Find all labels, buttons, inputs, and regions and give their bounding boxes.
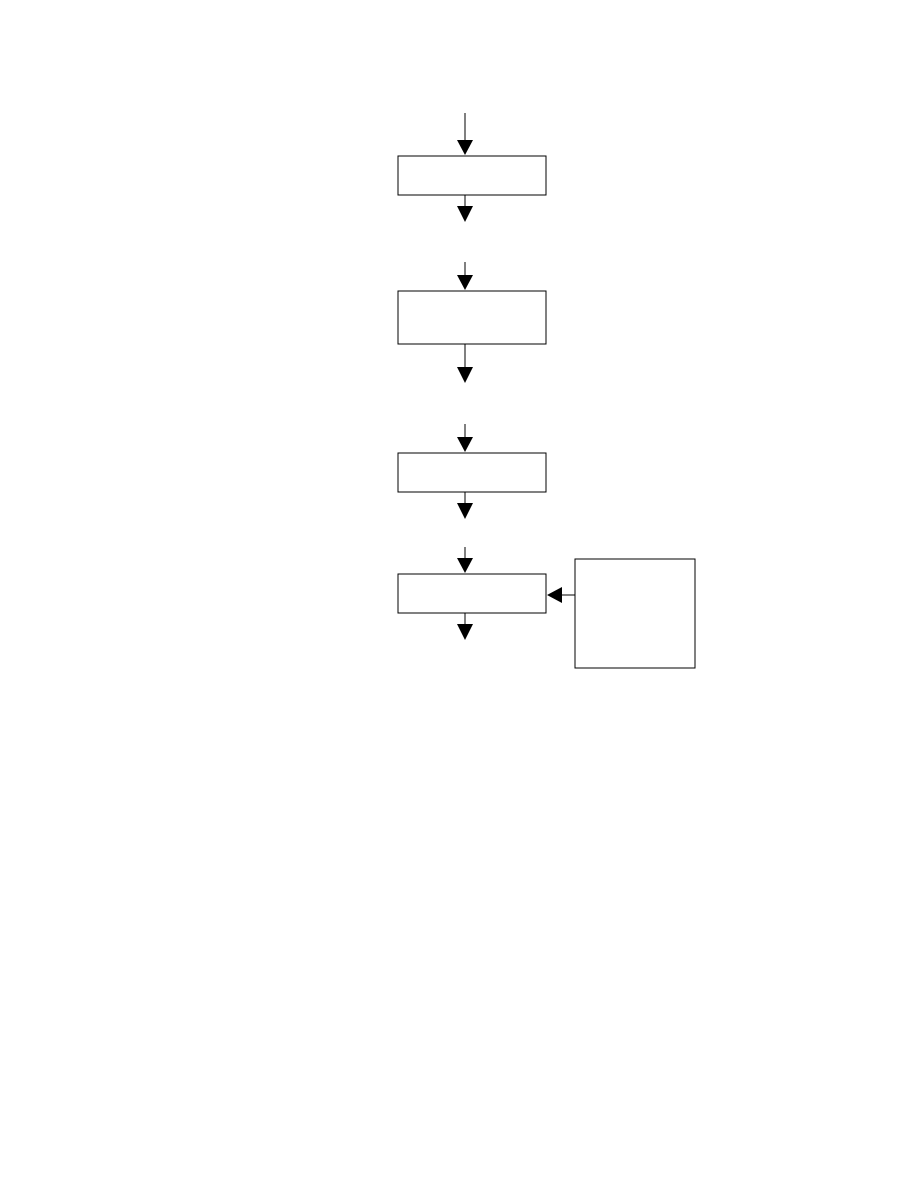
flow-box-step-3 bbox=[397, 452, 547, 493]
arrow-step-2-out bbox=[457, 344, 473, 383]
arrow-start-to-step-1 bbox=[457, 113, 473, 155]
flow-box-step-2 bbox=[397, 290, 547, 345]
flow-box-step-1 bbox=[397, 155, 547, 196]
arrow-into-step-4 bbox=[457, 547, 473, 573]
arrow-into-step-3 bbox=[457, 424, 473, 452]
flow-box-step-4 bbox=[397, 573, 547, 614]
arrow-side-input-to-step-4 bbox=[547, 587, 575, 603]
arrow-into-step-2 bbox=[457, 262, 473, 290]
arrow-step-3-out bbox=[457, 492, 473, 519]
flow-box-side-input bbox=[574, 558, 696, 669]
arrow-step-1-out bbox=[457, 195, 473, 222]
arrow-step-4-out bbox=[457, 613, 473, 640]
